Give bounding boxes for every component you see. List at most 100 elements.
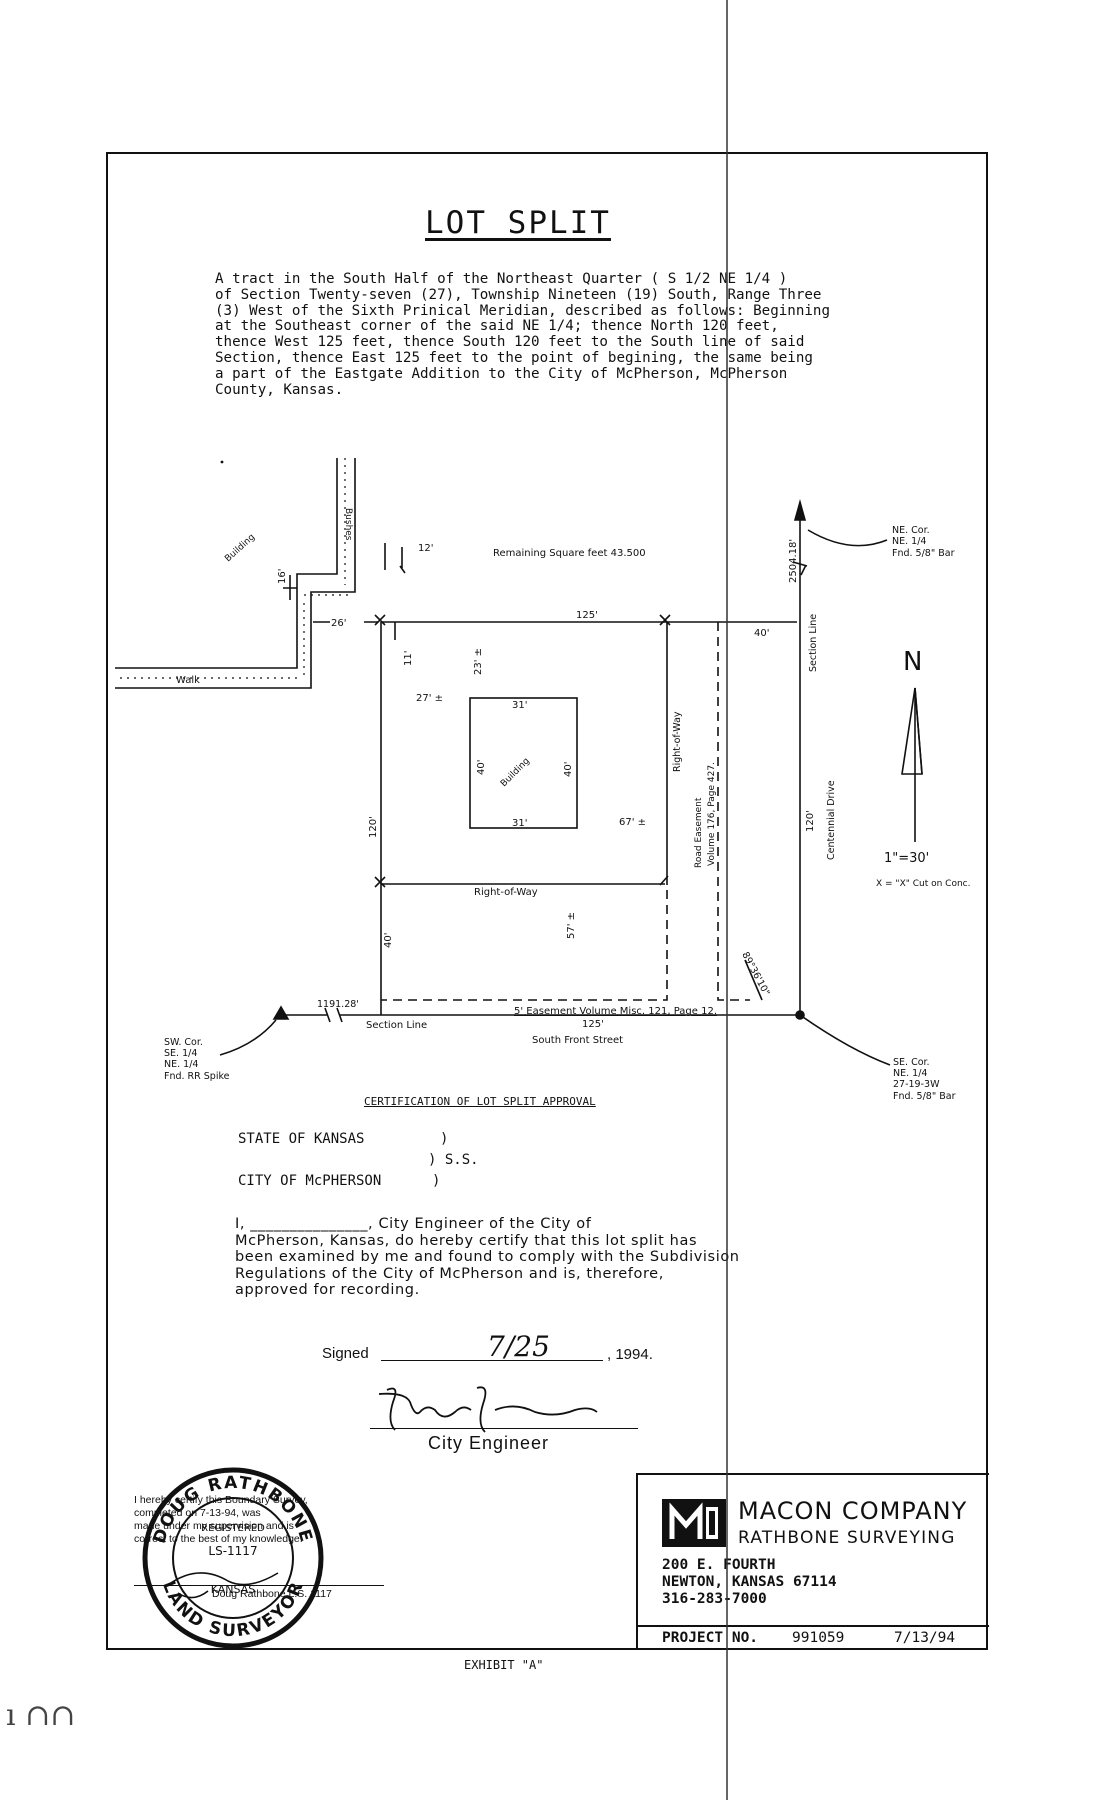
x-legend: X = "X" Cut on Conc. — [876, 879, 971, 889]
paragraph-line: Regulations of the City of McPherson and… — [235, 1265, 664, 1282]
se-corner-line1: SE. Cor. — [893, 1057, 930, 1068]
surveyor-statement-line: completed on 7-13-94, was — [134, 1507, 261, 1519]
project-date: 7/13/94 — [894, 1630, 956, 1646]
city-paren: ) — [432, 1173, 441, 1189]
dim-11: 11' — [403, 651, 414, 666]
dim-125-top: 125' — [576, 610, 598, 621]
description-line: County, Kansas. — [215, 381, 344, 398]
company-subsidiary: RATHBONE SURVEYING — [738, 1528, 956, 1548]
certification-heading: CERTIFICATION OF LOT SPLIT APPROVAL — [364, 1095, 596, 1108]
engineer-title: City Engineer — [428, 1433, 550, 1453]
dim-26: 26' — [331, 618, 346, 629]
dim-40-left: 40' — [383, 933, 394, 948]
se-corner-line3: 27-19-3W — [893, 1079, 940, 1090]
easement-south: 5' Easement Volume Misc. 121, Page 12. — [514, 1006, 717, 1017]
scale-label: 1"=30' — [884, 851, 929, 866]
signed-line — [381, 1360, 603, 1361]
dim-40-building-left: 40' — [476, 760, 487, 775]
description-line: thence West 125 feet, thence South 120 f… — [215, 334, 805, 351]
drawing-border — [106, 152, 988, 1650]
section-line-south: Section Line — [366, 1020, 427, 1031]
legal-description: A tract in the South Half of the Northea… — [215, 271, 875, 398]
seal-top-text: DOUG RATHBONE — [150, 1473, 315, 1546]
dim-1191: 1191.28' — [317, 999, 359, 1010]
dim-31-bottom: 31' — [512, 818, 527, 829]
se-corner-line2: NE. 1/4 — [893, 1068, 927, 1079]
title-block-divider — [638, 1625, 989, 1627]
city-label: CITY OF McPHERSON — [238, 1173, 382, 1189]
signed-year: , 1994. — [607, 1346, 653, 1363]
seal-state: KANSAS — [211, 1583, 255, 1596]
dim-40-building-right: 40' — [563, 762, 574, 777]
ss-label: ) S.S. — [428, 1152, 479, 1168]
paragraph-line: McPherson, Kansas, do hereby certify tha… — [235, 1232, 698, 1249]
page-title: LOT SPLIT — [425, 205, 611, 241]
dim-40-top: 40' — [754, 628, 769, 639]
centennial-drive-label: Centennial Drive — [826, 780, 837, 860]
surveyor-statement-line: made under my supervision and is — [134, 1520, 294, 1532]
project-number: 991059 — [792, 1630, 845, 1646]
walk-label: Walk — [176, 675, 200, 686]
ne-corner-line2: NE. 1/4 — [892, 536, 926, 547]
ne-corner-line1: NE. Cor. — [892, 525, 930, 536]
dim-2504: 2504.18' — [788, 539, 799, 583]
building-nw-label: Building — [223, 532, 257, 564]
bushes-label: Bushes — [343, 508, 353, 541]
description-line: a part of the Eastgate Addition to the C… — [215, 365, 788, 382]
dim-57: 57' ± — [566, 912, 577, 939]
title-block: MACON COMPANY RATHBONE SURVEYING 200 E. … — [636, 1473, 989, 1650]
north-letter: N — [903, 647, 922, 677]
signed-date: 7/25 — [487, 1330, 550, 1363]
state-label: STATE OF KANSAS — [238, 1131, 365, 1147]
company-name: MACON COMPANY — [738, 1497, 968, 1525]
road-easement-line2: Volume 176, Page 427. — [707, 762, 717, 866]
se-corner-line4: Fnd. 5/8" Bar — [893, 1091, 956, 1102]
sw-corner-line4: Fnd. RR Spike — [164, 1071, 230, 1082]
dim-67: 67' ± — [619, 817, 646, 828]
paragraph-line: been examined by me and found to comply … — [235, 1249, 740, 1265]
project-label: PROJECT NO. — [662, 1630, 759, 1646]
seal-license: LS-1117 — [208, 1544, 257, 1558]
description-line: (3) West of the Sixth Prinical Meridian,… — [215, 302, 830, 319]
surveyor-seal: DOUG RATHBONE LAND SURVEYOR REGISTERED L… — [142, 1467, 324, 1649]
scan-artifact-line — [726, 0, 728, 1800]
dim-16: 16' — [277, 569, 288, 584]
svg-text:DOUG RATHBONE: DOUG RATHBONE — [150, 1473, 317, 1546]
ne-corner-line3: Fnd. 5/8" Bar — [892, 548, 955, 559]
paragraph-line: I, _______________, City Engineer of the… — [235, 1216, 592, 1232]
dim-27: 27' ± — [416, 693, 443, 704]
description-line: at the Southeast corner of the said NE 1… — [215, 318, 779, 335]
dim-31-top: 31' — [512, 700, 527, 711]
dim-120-west: 120' — [368, 816, 379, 838]
dim-12: 12' — [418, 543, 433, 554]
engineer-signature — [378, 1386, 598, 1433]
description-line: A tract in the South Half of the Northea… — [215, 271, 788, 287]
street-label: South Front Street — [532, 1035, 623, 1046]
row-vertical-label: Right-of-Way — [672, 711, 683, 772]
sw-corner-line1: SW. Cor. — [164, 1037, 203, 1048]
road-easement-line1: Road Easement — [694, 797, 704, 868]
dim-120-east: 120' — [805, 810, 816, 832]
signed-label: Signed — [322, 1345, 369, 1362]
exhibit-label: EXHIBIT "A" — [464, 1658, 544, 1672]
macon-logo — [662, 1499, 726, 1547]
building-label: Building — [499, 756, 532, 789]
state-paren: ) — [440, 1131, 449, 1147]
bearing-label: 89°36'10" — [739, 950, 771, 998]
sw-corner-line2: SE. 1/4 — [164, 1048, 197, 1059]
phone-number: 316-283-7000 — [662, 1591, 767, 1607]
certification-paragraph: I, _______________, City Engineer of the… — [235, 1216, 835, 1299]
engineer-signature-line — [370, 1428, 638, 1429]
seal-registered: REGISTERED — [201, 1523, 265, 1534]
margin-handwriting: ı ∩∩ — [6, 1698, 76, 1733]
remaining-square-feet: Remaining Square feet 43.500 — [493, 548, 646, 559]
surveyor-name: Doug Rathbone L.S. 1117 — [212, 1588, 332, 1600]
description-line: of Section Twenty-seven (27), Township N… — [215, 286, 822, 303]
surveyor-signature-line — [134, 1585, 384, 1586]
dim-125-bottom: 125' — [582, 1019, 604, 1030]
dim-23: 23' ± — [473, 648, 484, 675]
section-line-east: Section Line — [808, 614, 819, 672]
row-horizontal-label: Right-of-Way — [474, 887, 538, 898]
